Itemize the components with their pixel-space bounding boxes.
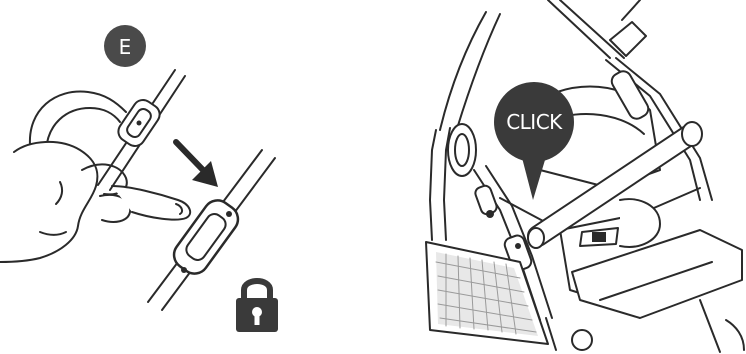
down-arrow-icon [176, 142, 218, 187]
hand-icon [0, 92, 190, 262]
right-panel: CLICK [426, 0, 744, 352]
speech-bubble-icon: CLICK [494, 82, 574, 200]
lock-icon [236, 281, 278, 332]
click-callout-label: CLICK [506, 110, 563, 134]
stroller-icon [426, 0, 744, 352]
step-badge-label: E [119, 35, 132, 59]
left-panel: E [0, 25, 278, 332]
step-badge: E [104, 25, 146, 67]
upper-fold-lock [115, 96, 164, 150]
